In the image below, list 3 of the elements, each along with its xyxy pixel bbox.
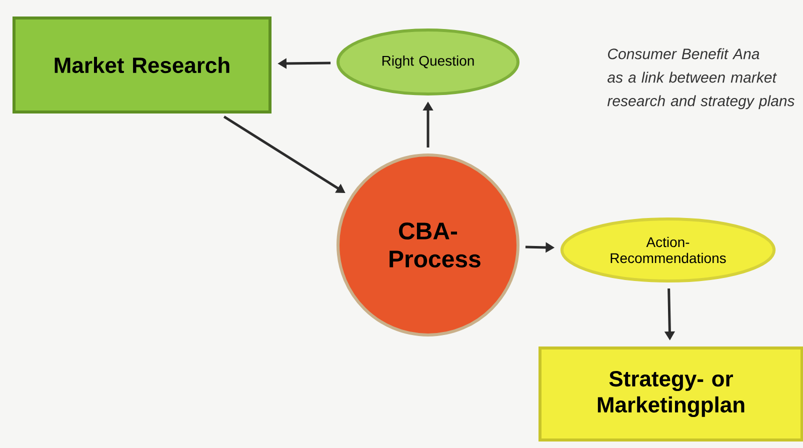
note-text: Consumer Benefit Ana as a link between market research and strategy plans: [607, 48, 794, 110]
process-box: Strategy- or Marketingplan: [538, 346, 803, 442]
process-box: Market Research: [12, 16, 272, 114]
